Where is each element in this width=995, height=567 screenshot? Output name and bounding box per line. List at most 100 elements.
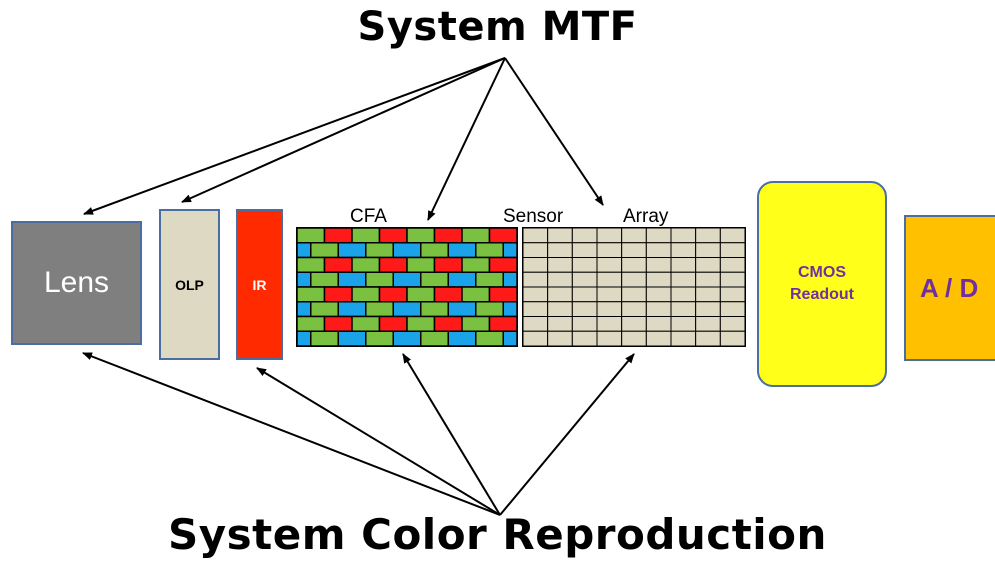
sensor-cell: [522, 242, 549, 258]
sensor-cell: [719, 242, 746, 258]
sensor-cell: [621, 257, 647, 273]
sensor-cell: [571, 330, 598, 347]
ir-label: IR: [252, 276, 267, 293]
cfa-cell: [502, 242, 518, 259]
sensor-cell: [571, 316, 598, 332]
sensor-cell: [719, 286, 746, 303]
cfa-cell: [461, 227, 491, 244]
cfa-cell: [351, 286, 381, 303]
sensor-cell: [571, 242, 598, 258]
cfa-cell: [365, 301, 394, 318]
sensor-cell: [719, 330, 746, 347]
mtf-arrows: [83, 57, 604, 221]
mtf-arrow-to-cfa: [427, 57, 506, 221]
system-mtf-title: System MTF: [357, 4, 638, 50]
cfa-cell: [502, 271, 518, 288]
mtf-arrow-to-lens: [83, 57, 506, 215]
cfa-cell: [392, 242, 422, 259]
cfa-cell: [461, 256, 491, 273]
sensor-cell: [621, 330, 647, 347]
sensor-cell: [719, 227, 746, 244]
cfa-cell: [310, 301, 339, 318]
cfa-cell: [365, 271, 394, 288]
sensor-cell: [695, 271, 721, 288]
sensor-cell: [571, 301, 598, 317]
cfa-cell: [461, 315, 491, 332]
readout-label: Readout: [790, 286, 854, 303]
cfa-cell: [351, 256, 381, 273]
cfa-cell: [502, 330, 518, 347]
cfa-cell: [365, 330, 394, 347]
cfa-cell: [351, 315, 381, 332]
cfa-cell: [447, 330, 477, 347]
cfa-cell: [475, 242, 504, 259]
cfa-cell: [420, 301, 449, 318]
sensor-cell: [670, 271, 697, 288]
sensor-cell: [596, 286, 623, 303]
sensor-cell: [571, 286, 598, 303]
sensor-cell: [645, 286, 672, 303]
cfa-cell: [502, 301, 518, 318]
sensor-cell: [571, 271, 598, 288]
cfa-cell: [433, 227, 463, 244]
cfa-cell: [310, 242, 339, 259]
sensor-cell: [571, 227, 598, 244]
mtf-arrow-to-sensor: [504, 57, 604, 206]
sensor-cell: [695, 316, 721, 332]
cfa-cell: [433, 256, 463, 273]
cfa-cell: [296, 271, 312, 288]
sensor-cell: [596, 301, 623, 317]
sensor-cell: [670, 330, 697, 347]
sensor-cell: [522, 286, 549, 303]
sensor-cell: [547, 286, 573, 303]
sensor-cell: [596, 316, 623, 332]
sensor-cell: [547, 316, 573, 332]
sensor-cell: [670, 286, 697, 303]
cfa-cell: [461, 286, 491, 303]
cfa-cell: [323, 227, 353, 244]
cfa-cell: [310, 330, 339, 347]
sensor-cell: [596, 242, 623, 258]
color-arrow-to-cfa: [402, 353, 501, 516]
cfa-cell: [296, 286, 326, 303]
sensor-cell: [645, 330, 672, 347]
sensor-cell: [621, 316, 647, 332]
ir-filter-block: IR: [236, 209, 283, 360]
sensor-cell: [695, 242, 721, 258]
cfa-cell: [488, 286, 518, 303]
sensor-cell: [645, 242, 672, 258]
sensor-cell: [621, 242, 647, 258]
cfa-cell: [447, 242, 477, 259]
cfa-cell: [392, 301, 422, 318]
sensor-cell: [621, 286, 647, 303]
cfa-cell: [337, 242, 367, 259]
sensor-cell: [695, 301, 721, 317]
cfa-cell: [475, 330, 504, 347]
sensor-cell: [596, 271, 623, 288]
sensor-cell: [645, 227, 672, 244]
mtf-arrow-to-olp: [181, 57, 506, 203]
cfa-cell: [351, 227, 381, 244]
cfa-cell: [365, 242, 394, 259]
cfa-cell: [406, 286, 436, 303]
array-label: Array: [623, 206, 669, 227]
sensor-cell: [645, 271, 672, 288]
sensor-cell: [522, 330, 549, 347]
cfa-label: CFA: [350, 206, 387, 227]
cfa-cell: [378, 227, 408, 244]
sensor-cell: [645, 316, 672, 332]
sensor-cell: [719, 316, 746, 332]
sensor-cell: [522, 257, 549, 273]
ad-label: A / D: [920, 272, 979, 303]
cfa-cell: [296, 256, 326, 273]
sensor-cell: [596, 227, 623, 244]
sensor-cell: [695, 330, 721, 347]
cfa-cell: [310, 271, 339, 288]
sensor-cell: [695, 257, 721, 273]
sensor-cell: [621, 227, 647, 244]
sensor-array-grid: [522, 227, 746, 347]
cfa-cell: [378, 286, 408, 303]
sensor-cell: [547, 301, 573, 317]
